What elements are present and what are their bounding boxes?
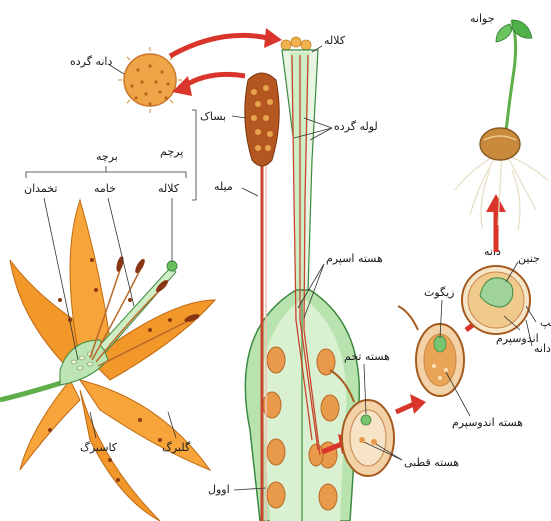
label-sepal: کاسبرگ (80, 441, 118, 454)
label-style: خامه (94, 182, 116, 195)
label-pollen-grain: دانه گرده (70, 55, 112, 68)
label-embryo: جنین (518, 252, 540, 265)
seedling (455, 20, 548, 230)
label-ovule: اوول (208, 483, 230, 496)
label-endosperm: اندوسپرم (496, 332, 539, 345)
arrow-stage-1-to-2 (396, 394, 426, 414)
label-filament: میله (214, 180, 233, 193)
label-sperm-nucleus: هسته اسپرم (326, 252, 383, 265)
label-petal: گلبرگ (162, 441, 191, 454)
label-polar-nuclei: هسته قطبی (404, 456, 459, 469)
label-egg-nucleus: هسته تخم (344, 350, 390, 363)
label-zygote: زیگوت (424, 286, 455, 299)
label-pollen-tube: لوله گرده (334, 120, 378, 133)
stigma-pollen (281, 37, 311, 50)
arrow-seed-to-seedling (486, 194, 506, 252)
ovule-stage-2 (398, 306, 464, 396)
seed-cross-section (462, 266, 530, 334)
label-endosperm-nucleus: هسته اندوسپرم (452, 416, 523, 429)
label-seedling: جوانه (470, 12, 495, 25)
label-stigma-top: کلاله (324, 34, 346, 47)
label-pistil: برچه (96, 150, 118, 163)
label-stamen: پرچم (160, 145, 183, 158)
label-stigma: کلاله (158, 182, 180, 195)
label-cotyledon: لپ (540, 316, 551, 329)
label-ovary: تخمدان (24, 182, 57, 195)
label-anther: بساک (200, 110, 226, 123)
lily-flower (0, 200, 215, 521)
arrow-anther-to-pollen (172, 74, 245, 96)
arrow-pollen-to-stigma (170, 28, 282, 56)
